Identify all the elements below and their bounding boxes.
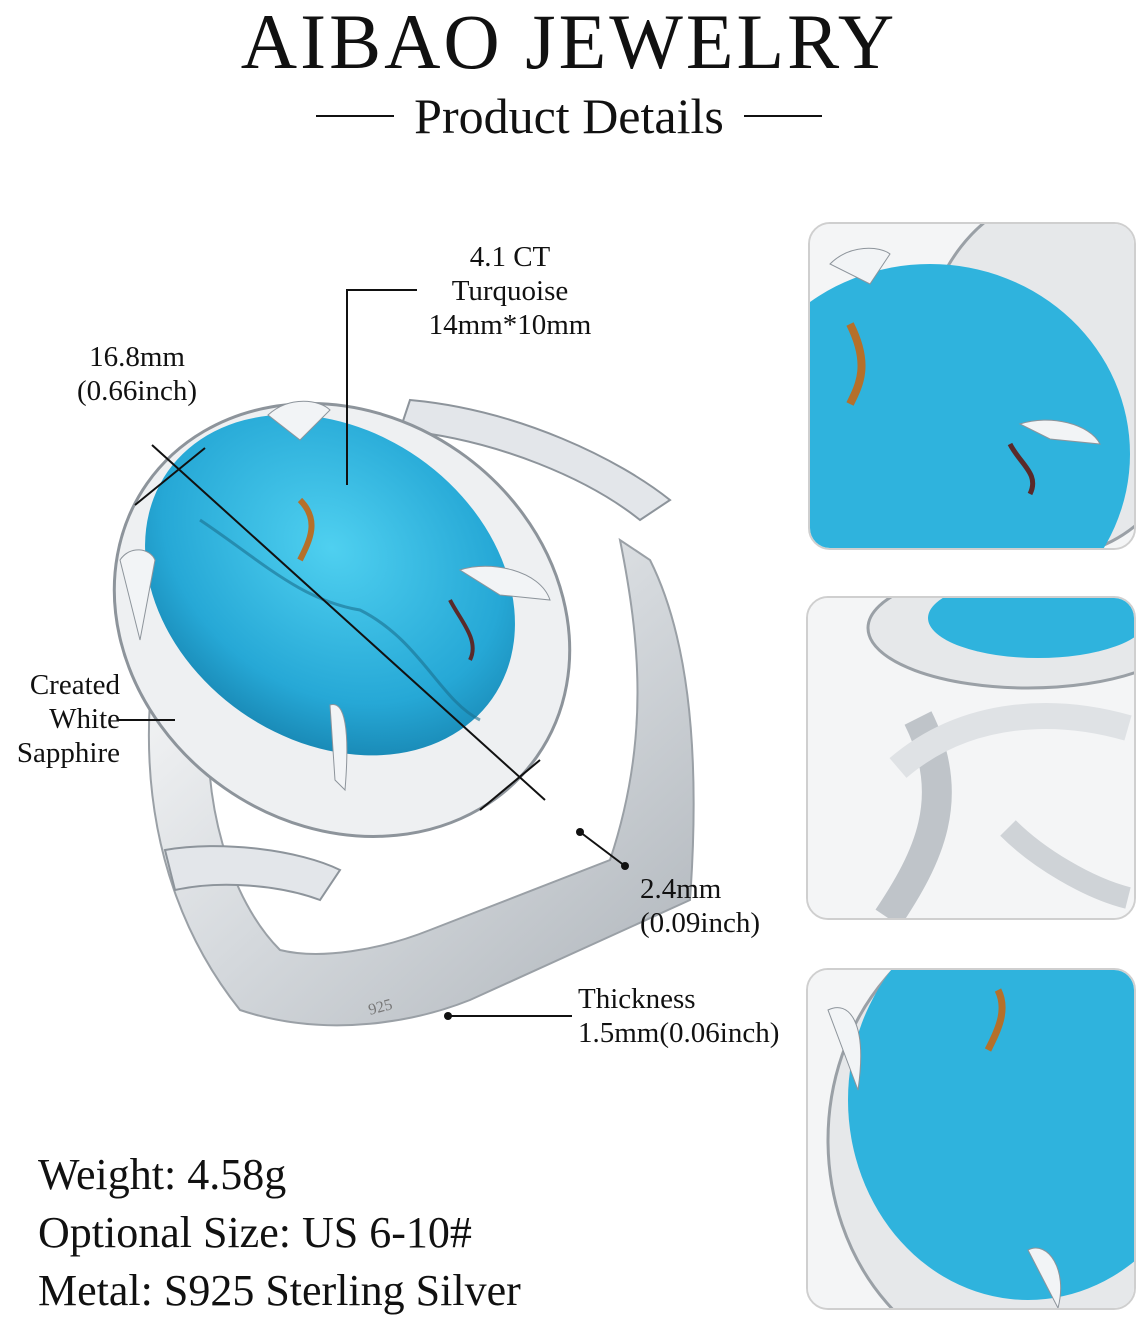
- thumbnail-halo-view[interactable]: [806, 968, 1136, 1310]
- subtitle: Product Details: [414, 88, 724, 144]
- stamp-text: 925: [367, 996, 395, 1019]
- width-annotation: 16.8mm (0.66inch): [62, 340, 212, 408]
- ring-band: [147, 537, 695, 1027]
- prong: [329, 704, 348, 792]
- stone-leader: [346, 289, 417, 485]
- width-tick-top: [134, 447, 206, 506]
- width-measure-line: [151, 444, 546, 801]
- band-mm: 2.4mm: [640, 873, 722, 905]
- thickness-value: 1.5mm(0.06inch): [578, 1017, 780, 1049]
- band-inch: (0.09inch): [640, 907, 760, 939]
- thumbnail-image: [808, 970, 1134, 1308]
- thumbnail-image: [810, 224, 1134, 548]
- specs-list: Weight: 4.58g Optional Size: US 6-10# Me…: [38, 1150, 521, 1316]
- turquoise-stone: [145, 414, 515, 756]
- thumbnail-stone-closeup[interactable]: [808, 222, 1136, 550]
- thumbnail-image: [808, 598, 1134, 918]
- pave-lower: [163, 845, 342, 902]
- accent-annotation: Created White Sapphire: [0, 668, 120, 770]
- spec-size: Optional Size: US 6-10#: [38, 1208, 472, 1257]
- subtitle-rule-right: [743, 115, 822, 117]
- subtitle-row: Product Details: [0, 88, 1138, 144]
- thickness-annotation: Thickness 1.5mm(0.06inch): [578, 982, 779, 1050]
- band-annotation: 2.4mm (0.09inch): [640, 872, 760, 940]
- prong: [267, 400, 331, 441]
- prong: [119, 549, 156, 641]
- width-mm: 16.8mm: [89, 341, 185, 373]
- stone-name: Turquoise: [451, 275, 569, 307]
- brand-title: AIBAO JEWELRY: [240, 0, 898, 85]
- pave-shoulder: [398, 398, 672, 522]
- accent-line2: White: [49, 703, 120, 735]
- stone-annotation: 4.1 CT Turquoise 14mm*10mm: [410, 240, 610, 342]
- subtitle-rule-left: [316, 115, 395, 117]
- spec-weight: Weight: 4.58g: [38, 1150, 287, 1199]
- prong: [458, 565, 551, 601]
- width-inch: (0.66inch): [77, 375, 197, 407]
- width-tick-bottom: [479, 759, 541, 811]
- thumbnail-side-view[interactable]: [806, 596, 1136, 920]
- spec-metal: Metal: S925 Sterling Silver: [38, 1266, 521, 1315]
- ring-illustration: 925: [112, 289, 695, 1027]
- stone-carat: 4.1 CT: [469, 241, 551, 273]
- stone-size: 14mm*10mm: [428, 309, 592, 341]
- thickness-label: Thickness: [578, 983, 696, 1015]
- band-measure-line: [579, 831, 626, 867]
- accent-line3: Sapphire: [16, 737, 120, 769]
- accent-line1: Created: [29, 669, 120, 701]
